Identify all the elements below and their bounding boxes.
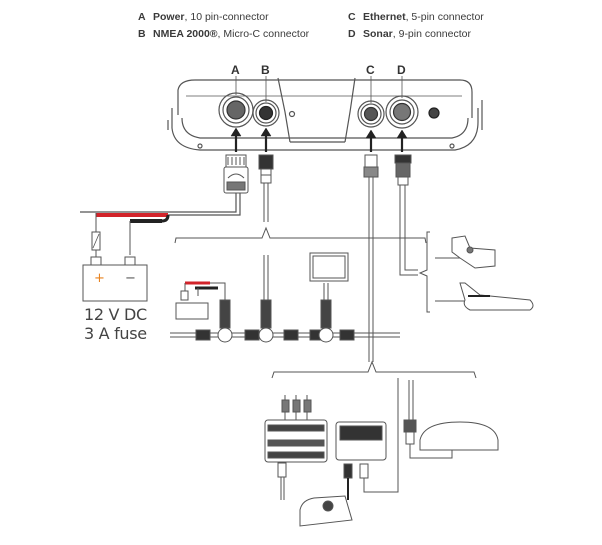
battery	[82, 256, 148, 302]
connector-label-c: C	[366, 63, 375, 77]
connector-b-nmea2000	[252, 99, 280, 127]
nmea-network-bracket	[174, 226, 427, 244]
nmea-cable-plug	[258, 154, 274, 184]
tee-connector	[258, 327, 274, 343]
ethernet-network-bracket	[271, 360, 477, 379]
arrows	[230, 127, 408, 152]
sonar-transducer-device	[299, 495, 353, 527]
sonar-bracket	[418, 231, 430, 313]
power-wires	[91, 213, 170, 257]
tee-connector	[217, 327, 233, 343]
connector-label-d: D	[397, 63, 406, 77]
small-fuse	[180, 290, 189, 301]
nmea-backbone	[170, 252, 400, 343]
nmea-display-device	[309, 252, 349, 282]
connector-a-power	[218, 92, 254, 128]
battery-negative: −	[125, 271, 136, 286]
transducer-transom	[435, 235, 496, 269]
transducer-thru-hull	[435, 282, 534, 311]
power-voltage-label: 12 V DC	[84, 305, 147, 324]
power-fuse-label: 3 A fuse	[84, 324, 147, 343]
ground-terminal	[428, 107, 440, 119]
radar-dome	[403, 380, 499, 459]
tee-connector	[318, 327, 334, 343]
ethernet-switch	[335, 378, 399, 500]
connector-label-b: B	[261, 63, 270, 77]
ethernet-cable-plug	[363, 154, 379, 178]
battery-positive: +	[94, 271, 105, 286]
display-unit-rear	[167, 77, 483, 151]
power-cable-plug	[223, 154, 249, 194]
connector-d-sonar	[385, 95, 419, 129]
connector-label-a: A	[231, 63, 240, 77]
sonar-cable-plug	[394, 154, 412, 186]
small-battery	[175, 302, 209, 320]
sonar-module	[264, 395, 328, 500]
connector-c-ethernet	[357, 100, 385, 128]
